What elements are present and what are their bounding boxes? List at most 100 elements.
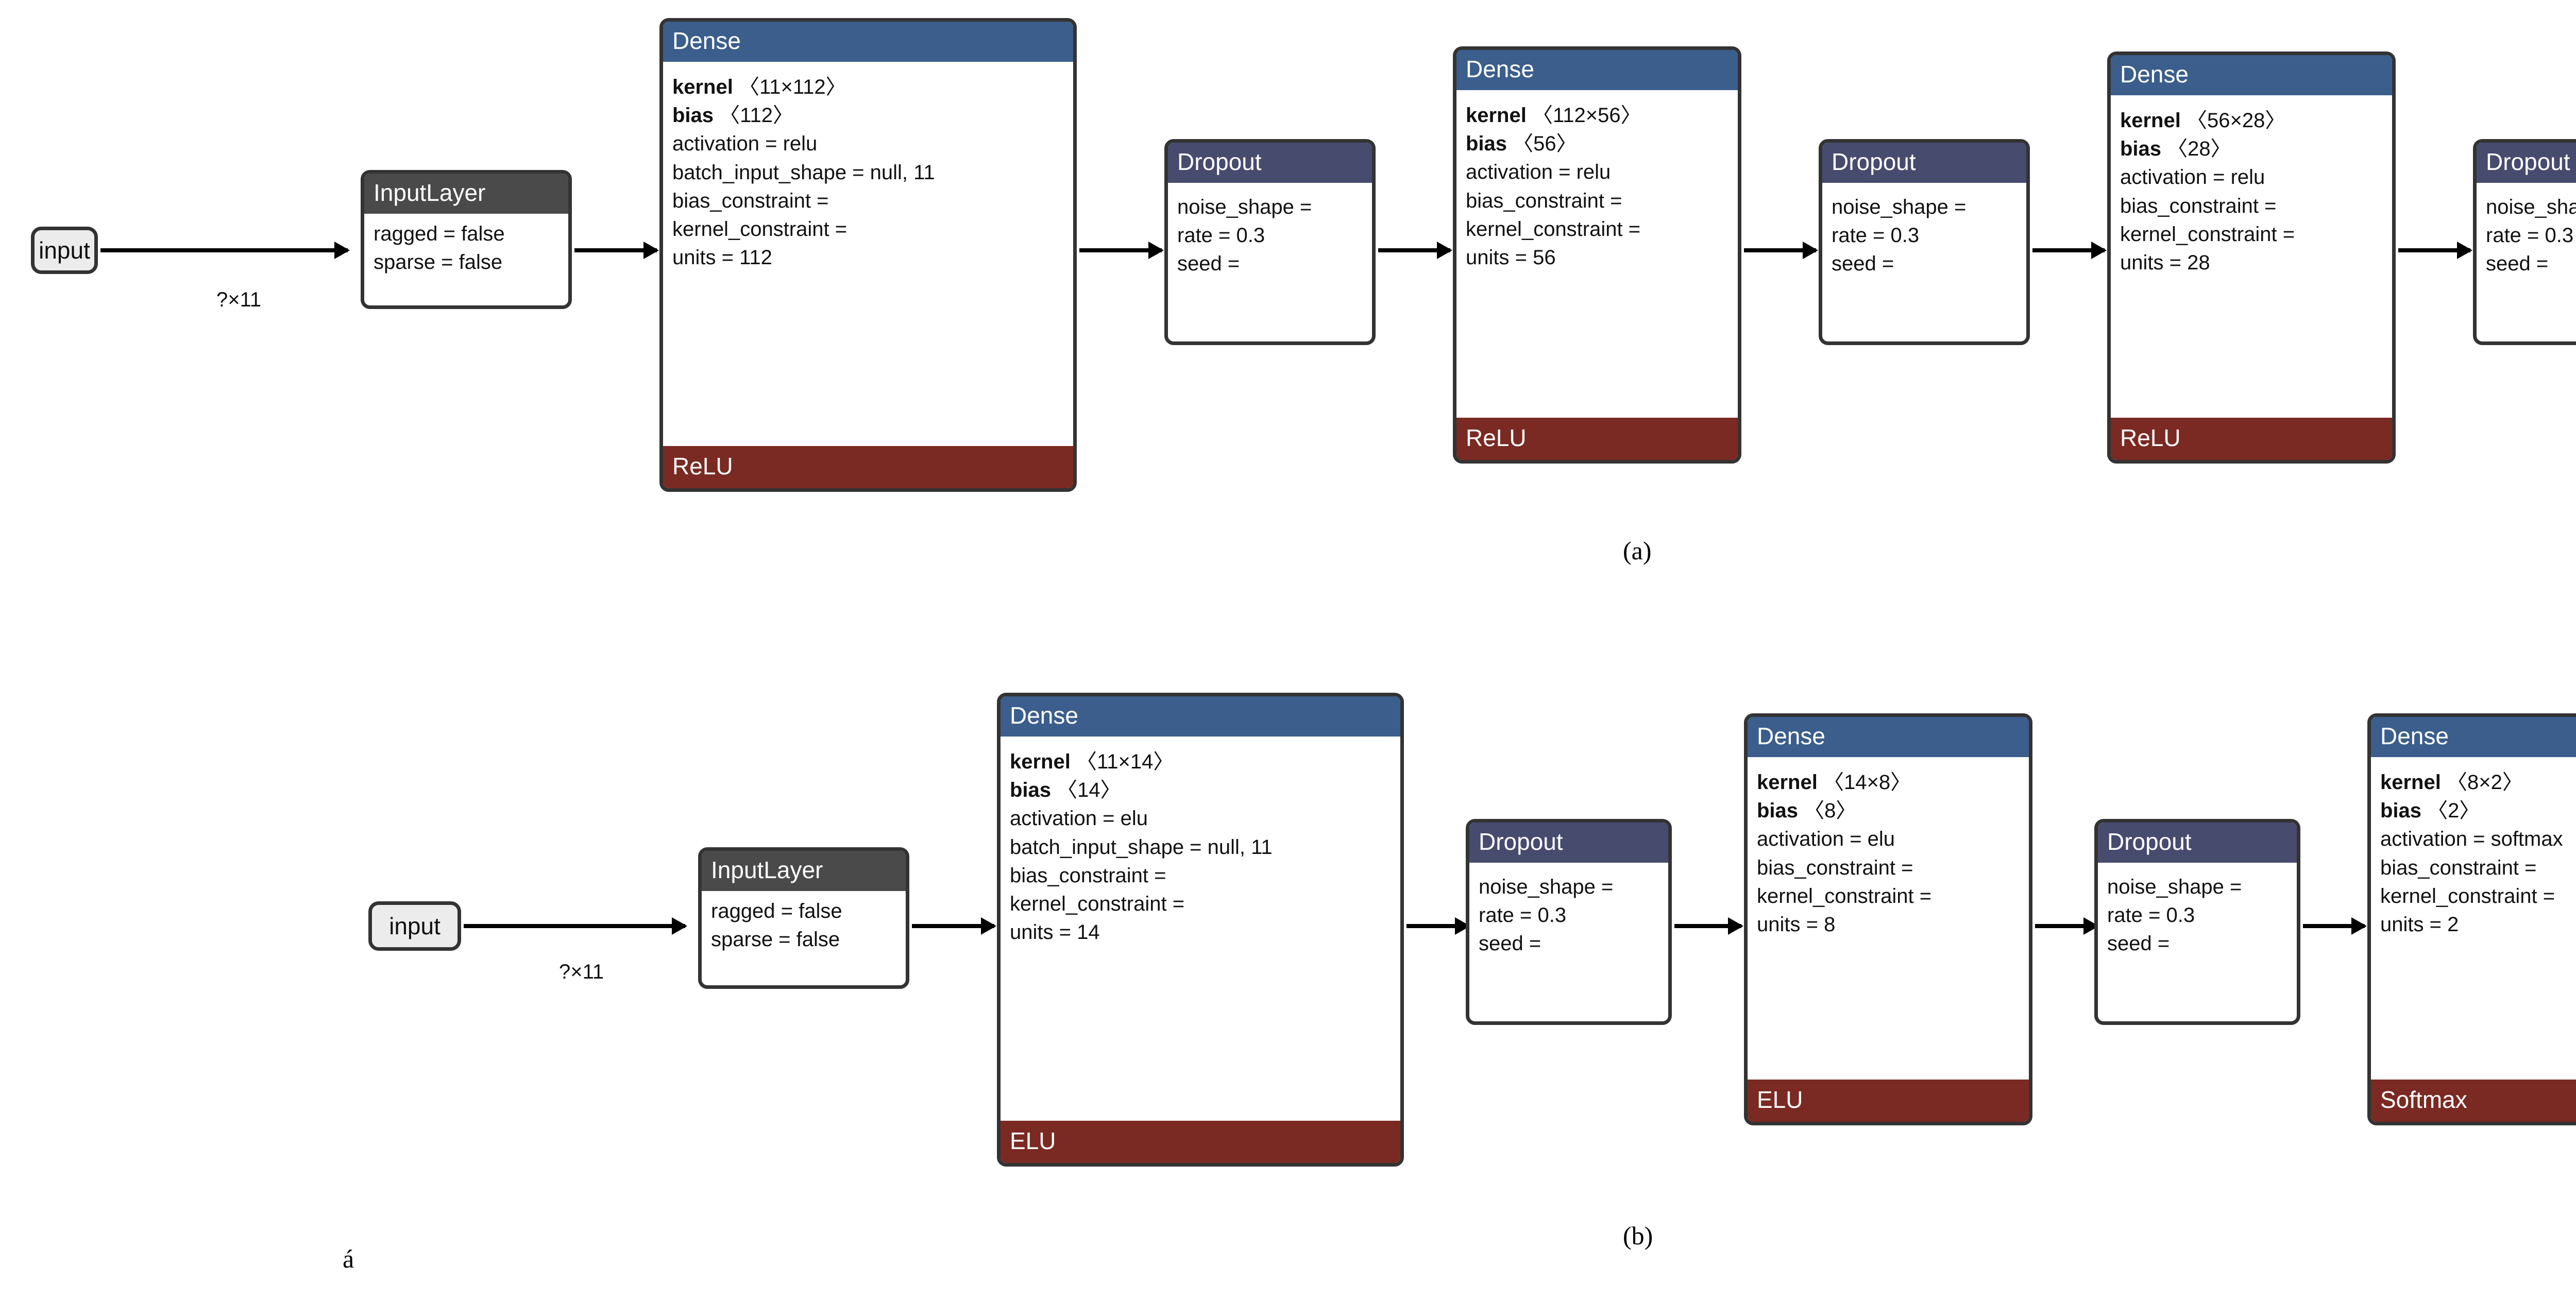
dense-title-a-2: Dense — [1456, 50, 1738, 90]
dense-bias-a-2: bias 〈56〉 — [1466, 130, 1728, 158]
dense-title-b-1: Dense — [1001, 696, 1400, 737]
dropout-prop: noise_shape = — [1832, 196, 1967, 218]
dropout-prop: seed = — [2486, 252, 2549, 276]
inputlayer-title-a: InputLayer — [364, 174, 568, 214]
dense-bias-b-3: bias 〈2〉 — [2380, 797, 2576, 825]
dense-prop: bias_constraint = — [1466, 189, 1622, 212]
edge-inputlayer-to-dense1-a — [574, 242, 659, 259]
dense-prop: batch_input_shape = null, 11 — [672, 161, 935, 184]
activation-footer-a-3: ReLU — [2111, 418, 2392, 460]
dense-prop: bias_constraint = — [1010, 864, 1166, 887]
inputlayer-body-b: ragged = false sparse = false — [702, 891, 906, 962]
inputlayer-prop: sparse = false — [711, 928, 840, 951]
dense-prop: bias_constraint = — [2380, 856, 2537, 879]
edge-dropout2-to-dense3-a — [2032, 242, 2107, 259]
network-diagram-a: input ?×11 InputLayer ragged = false spa… — [0, 0, 2576, 608]
dense-kernel-a-2: kernel 〈112×56〉 — [1466, 101, 1728, 130]
dense-block-b-3[interactable]: Dense kernel 〈8×2〉 bias 〈2〉 activation =… — [2367, 713, 2576, 1125]
kernel-shape: 〈8×2〉 — [2446, 771, 2523, 794]
dropout-title-a-2: Dropout — [1822, 143, 2026, 183]
dropout-prop: noise_shape = — [1177, 196, 1312, 218]
dense-block-b-1[interactable]: Dense kernel 〈11×14〉 bias 〈14〉 activatio… — [997, 693, 1404, 1167]
dense-bias-a-3: bias 〈28〉 — [2120, 135, 2383, 163]
dense-prop: activation = relu — [2120, 166, 2265, 189]
activation-footer-b-1: ELU — [1001, 1121, 1400, 1163]
dense-title-b-3: Dense — [2371, 717, 2576, 757]
input-node-b[interactable]: input — [368, 901, 461, 951]
dense-kernel-a-3: kernel 〈56×28〉 — [2120, 107, 2383, 135]
inputlayer-block-a[interactable]: InputLayer ragged = false sparse = false — [361, 170, 572, 309]
edge-dense2-to-dropout2-a — [1744, 242, 1818, 259]
dense-prop: kernel_constraint = — [1757, 884, 1932, 908]
kernel-shape: 〈11×112〉 — [738, 76, 846, 98]
dense-body-b-1: kernel 〈11×14〉 bias 〈14〉 activation = el… — [1001, 737, 1400, 954]
inputlayer-title-b: InputLayer — [702, 851, 906, 891]
bias-shape: 〈2〉 — [2427, 799, 2480, 823]
inputlayer-body-a: ragged = false sparse = false — [364, 214, 568, 284]
dropout-prop: rate = 0.3 — [2107, 904, 2195, 927]
bias-label: bias — [2120, 138, 2162, 161]
dense-body-a-1: kernel 〈11×112〉 bias 〈112〉 activation = … — [663, 62, 1073, 280]
dropout-prop: rate = 0.3 — [2486, 224, 2574, 247]
bias-label: bias — [2380, 799, 2422, 823]
dropout-block-a-3[interactable]: Dropout noise_shape = rate = 0.3 seed = — [2473, 139, 2576, 345]
dropout-prop: seed = — [1177, 252, 1240, 276]
edge-inputlayer-to-dense1-b — [912, 917, 996, 935]
dense-block-b-2[interactable]: Dense kernel 〈14×8〉 bias 〈8〉 activation … — [1744, 713, 2032, 1125]
dropout-prop: seed = — [1832, 252, 1894, 276]
dense-prop: units = 8 — [1757, 913, 1836, 936]
bias-shape: 〈56〉 — [1513, 132, 1577, 156]
kernel-shape: 〈56×28〉 — [2186, 109, 2286, 132]
activation-footer-b-2: ELU — [1748, 1080, 2029, 1122]
edge-dropout1-to-dense2-a — [1378, 242, 1452, 259]
dense-block-a-3[interactable]: Dense kernel 〈56×28〉 bias 〈28〉 activatio… — [2107, 52, 2396, 464]
dense-prop: bias_constraint = — [672, 189, 829, 212]
input-node-a[interactable]: input — [31, 227, 98, 274]
dense-prop: activation = elu — [1757, 828, 1895, 851]
dropout-block-b-2[interactable]: Dropout noise_shape = rate = 0.3 seed = — [2094, 819, 2300, 1025]
dense-prop: kernel_constraint = — [1466, 217, 1641, 241]
dropout-body-a-2: noise_shape = rate = 0.3 seed = — [1822, 183, 2026, 286]
dense-prop: batch_input_shape = null, 11 — [1010, 835, 1273, 859]
edge-dense2-to-dropout2-b — [2035, 917, 2099, 935]
dense-bias-b-1: bias 〈14〉 — [1010, 776, 1391, 804]
bias-label: bias — [1757, 799, 1799, 823]
dropout-title-a-3: Dropout — [2477, 143, 2576, 183]
edge-label-a: ?×11 — [216, 288, 262, 311]
kernel-label: kernel — [1757, 771, 1818, 794]
kernel-label: kernel — [2380, 771, 2441, 794]
dense-prop: units = 28 — [2120, 251, 2210, 274]
bias-shape: 〈8〉 — [1804, 799, 1857, 823]
dropout-block-a-1[interactable]: Dropout noise_shape = rate = 0.3 seed = — [1164, 139, 1376, 345]
figure-caption-b: (b) — [1623, 1221, 1653, 1250]
dropout-prop: noise_shape = — [2107, 876, 2242, 898]
activation-footer-a-2: ReLU — [1456, 418, 1738, 460]
dense-block-a-1[interactable]: Dense kernel 〈11×112〉 bias 〈112〉 activat… — [659, 18, 1077, 492]
dropout-title-a-1: Dropout — [1168, 143, 1372, 183]
dense-prop: activation = elu — [1010, 807, 1148, 830]
dense-body-b-3: kernel 〈8×2〉 bias 〈2〉 activation = softm… — [2371, 757, 2576, 947]
input-node-label: input — [389, 913, 440, 939]
bias-shape: 〈28〉 — [2167, 138, 2231, 161]
dense-prop: units = 2 — [2380, 913, 2459, 936]
kernel-label: kernel — [672, 76, 733, 98]
input-node-label: input — [39, 237, 90, 264]
dropout-prop: seed = — [2107, 932, 2170, 955]
kernel-label: kernel — [2120, 109, 2181, 132]
dense-body-b-2: kernel 〈14×8〉 bias 〈8〉 activation = elu … — [1748, 757, 2029, 947]
dense-prop: units = 112 — [672, 246, 772, 269]
dense-block-a-2[interactable]: Dense kernel 〈112×56〉 bias 〈56〉 activati… — [1453, 46, 1741, 464]
dropout-body-b-1: noise_shape = rate = 0.3 seed = — [1469, 863, 1668, 966]
dropout-title-b-1: Dropout — [1469, 823, 1668, 863]
dense-title-b-2: Dense — [1748, 717, 2029, 757]
dense-prop: units = 14 — [1010, 921, 1100, 944]
edge-input-to-inputlayer-a — [100, 242, 350, 259]
dropout-prop: seed = — [1479, 932, 1541, 955]
dense-body-a-3: kernel 〈56×28〉 bias 〈28〉 activation = re… — [2111, 95, 2392, 285]
edge-dense1-to-dropout1-a — [1079, 242, 1164, 259]
dropout-block-b-1[interactable]: Dropout noise_shape = rate = 0.3 seed = — [1466, 819, 1672, 1025]
dense-prop: units = 56 — [1466, 246, 1556, 269]
dropout-block-a-2[interactable]: Dropout noise_shape = rate = 0.3 seed = — [1819, 139, 2030, 345]
inputlayer-block-b[interactable]: InputLayer ragged = false sparse = false — [698, 847, 909, 989]
dropout-body-a-3: noise_shape = rate = 0.3 seed = — [2477, 183, 2576, 286]
